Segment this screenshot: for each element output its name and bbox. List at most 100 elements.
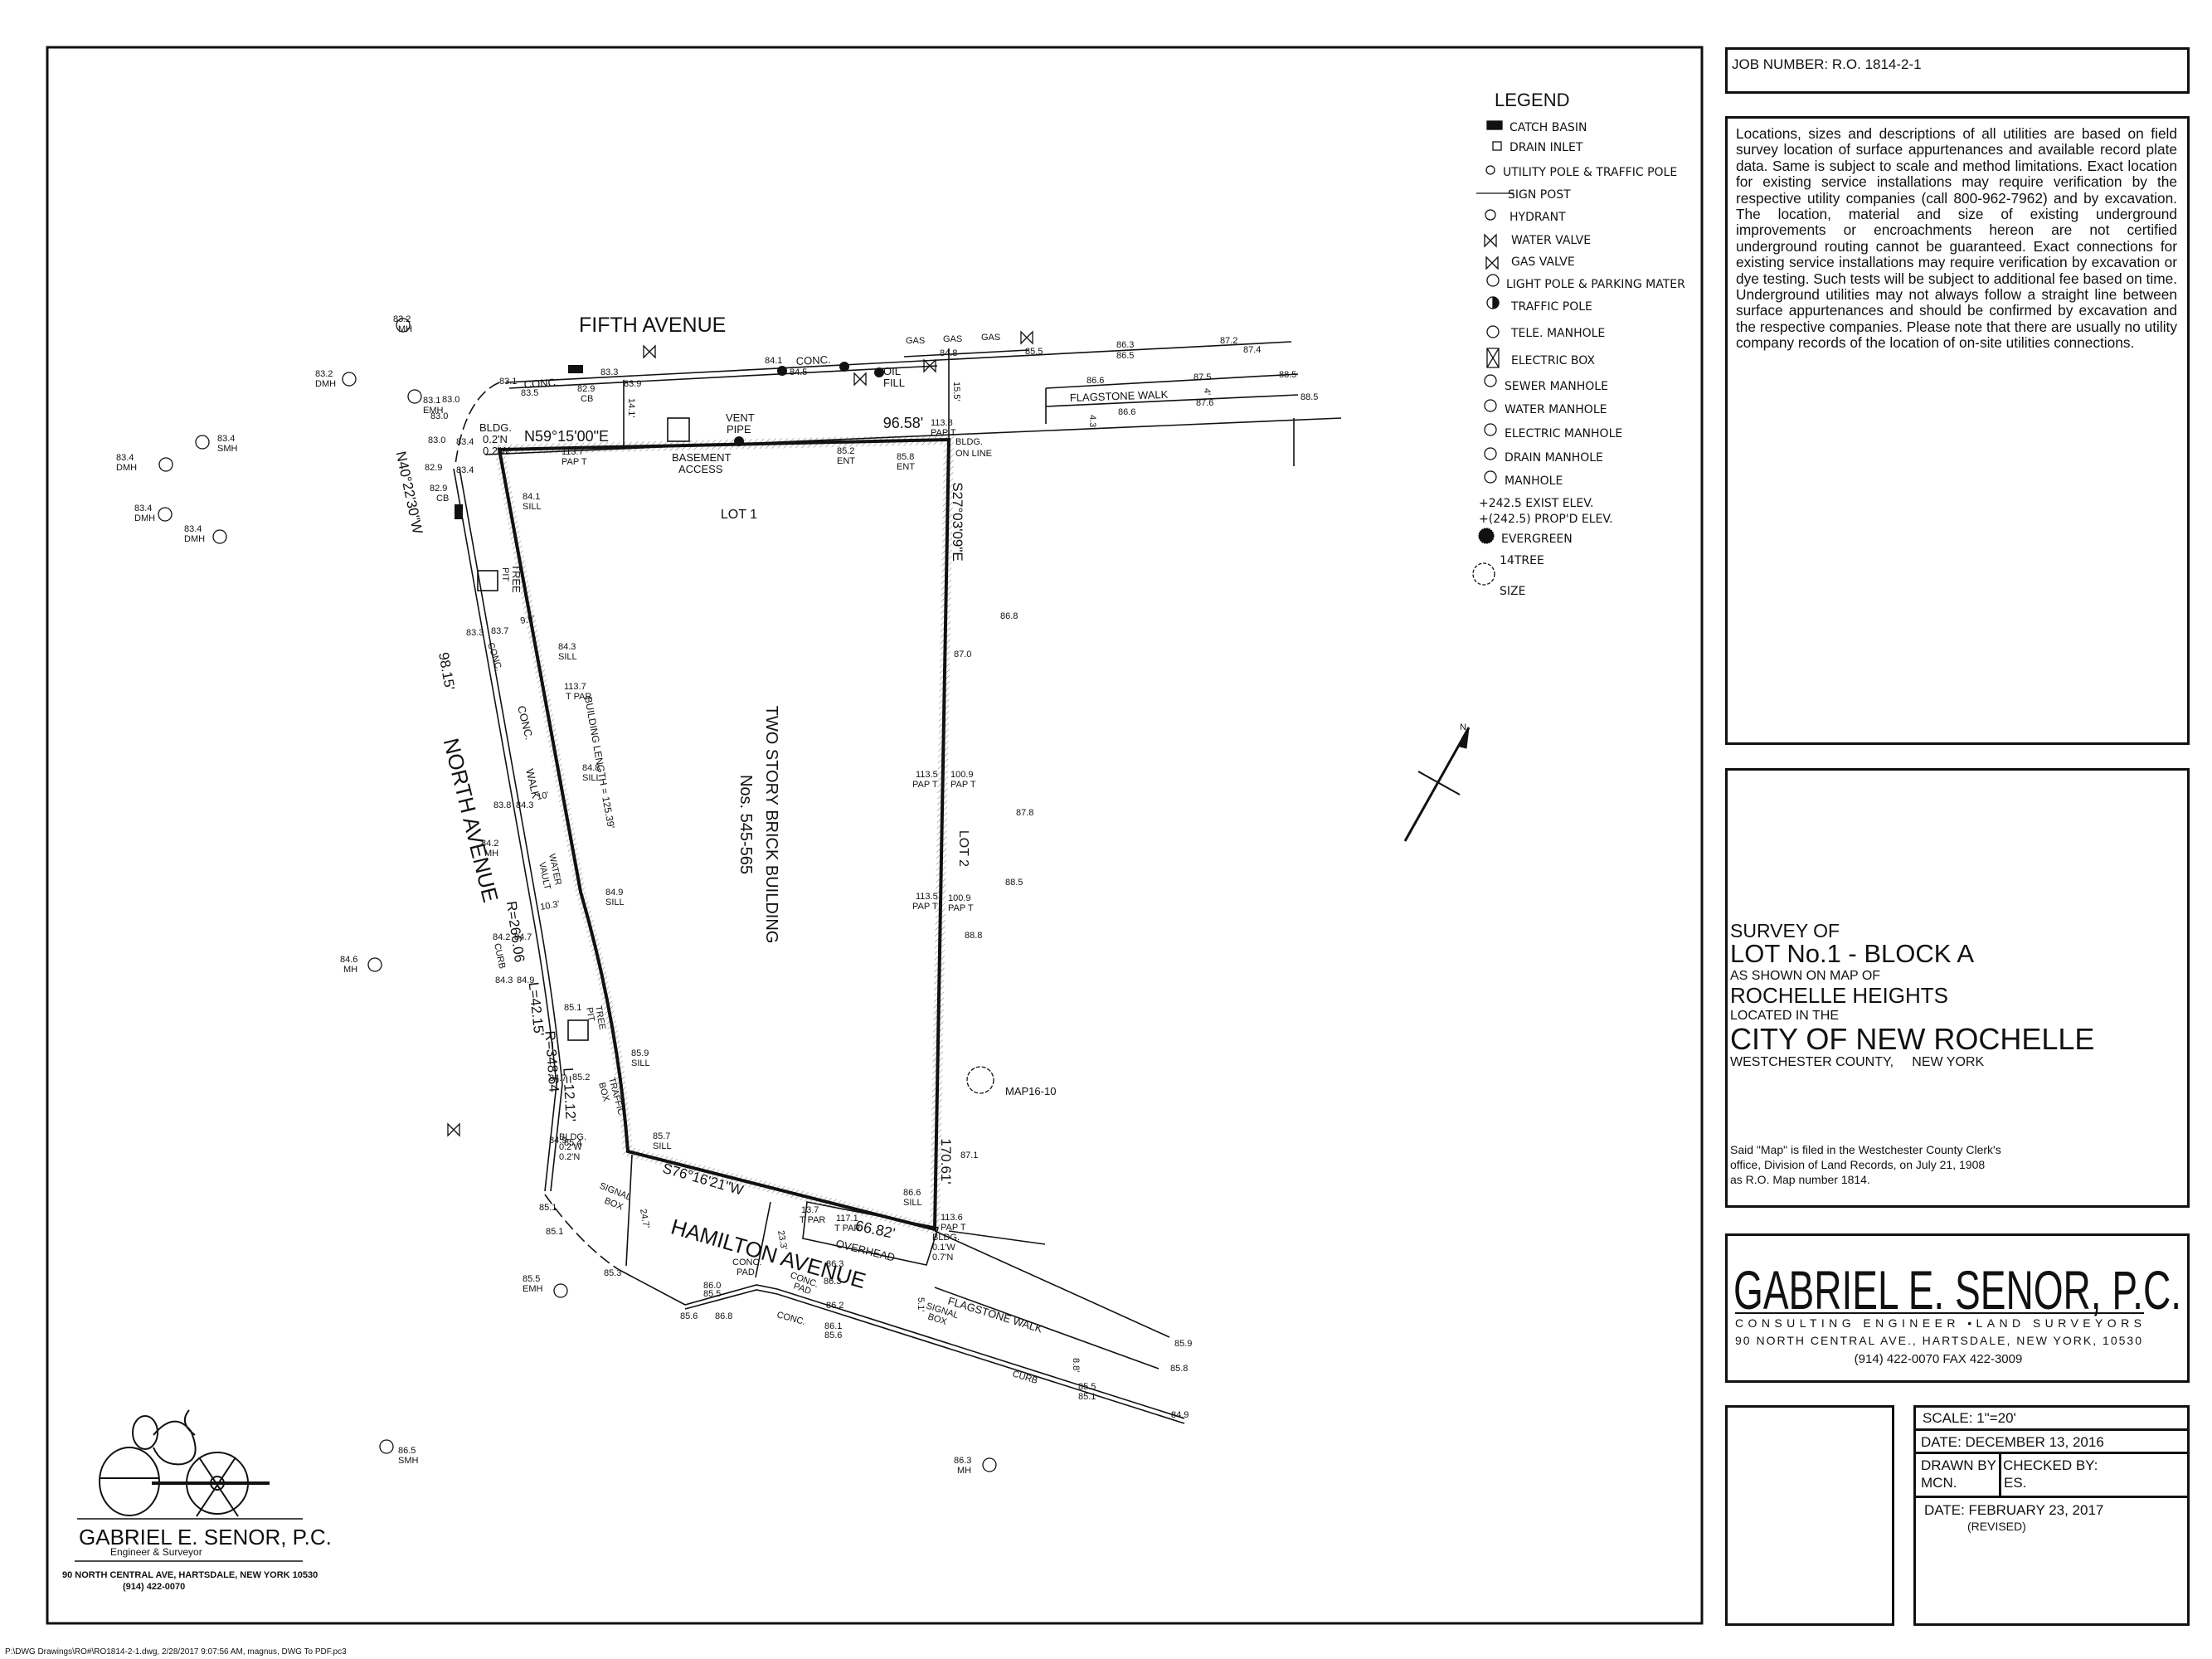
map-annotation: CONC.: [732, 1258, 761, 1267]
spot-elevation-label: DMH: [134, 513, 155, 523]
company-name: GABRIEL E. SENOR, P.C.: [1733, 1259, 2181, 1321]
map-annotation: BASEMENT: [672, 451, 732, 464]
spot-elevation-label: 83.4: [116, 453, 134, 463]
map-annotation: BLDG.: [559, 1132, 586, 1142]
company-box: [1725, 1233, 2190, 1383]
distance-east: 170.61': [938, 1138, 954, 1184]
spot-elevation-label: 88.8: [965, 931, 982, 941]
spot-elevation-label: 85.4: [564, 1138, 581, 1148]
spot-elevation-label: 83.2: [315, 369, 333, 379]
legend-item: SEWER MANHOLE: [1505, 380, 1608, 393]
map-annotation: FLAGSTONE WALK: [946, 1295, 1044, 1335]
divider: [1913, 1428, 2190, 1431]
drain-manhole-icon: [342, 372, 357, 387]
map-note-line: Said "Map" is filed in the Westchester C…: [1730, 1143, 2001, 1156]
map-annotation: ACCESS: [678, 463, 723, 475]
map-annotation: CURB: [1011, 1369, 1038, 1386]
spot-elevation-label: 87.6: [1196, 398, 1213, 408]
map-annotation: 8.8': [1071, 1358, 1081, 1372]
spot-elevation-label: EMH: [423, 406, 444, 416]
manhole-icon: [396, 318, 411, 333]
spot-elevation-label: PAP T: [912, 780, 938, 790]
title-line-4: ROCHELLE HEIGHTS: [1730, 983, 1948, 1009]
map-annotation: CURB: [492, 942, 507, 970]
bearing-east: S27°03'09"E: [950, 482, 965, 561]
spot-elevation-label: 82.9: [425, 463, 442, 473]
spot-elevation-label: MH: [343, 965, 357, 975]
map-annotation: 0.7'N: [932, 1253, 953, 1262]
map-annotation: GAS: [981, 333, 1000, 343]
map-annotation: BLDG.: [932, 1233, 960, 1243]
spot-elevation-label: 85.5: [1025, 347, 1043, 357]
spot-elevation-label: 84.8: [582, 763, 600, 773]
spot-elevation-label: 83.4: [456, 465, 474, 475]
map-note-line: as R.O. Map number 1814.: [1730, 1173, 1870, 1186]
legend-item: SIGN POST: [1508, 188, 1571, 202]
survey-title: SURVEY OF LOT No.1 - BLOCK A AS SHOWN ON…: [1730, 919, 2094, 1070]
spot-elevation-label: 85.7: [653, 1131, 670, 1141]
spot-elevation-label: 83.0: [428, 435, 445, 445]
revised-date: DATE: FEBRUARY 23, 2017: [1924, 1502, 2104, 1518]
spot-elevation-label: 83.3: [600, 367, 618, 377]
spot-elevation-label: 84.3: [558, 642, 576, 652]
file-path-footer: P:\DWG Drawings\RO#\RO1814-2-1.dwg, 2/28…: [5, 1647, 347, 1657]
spot-elevation-label: 85.2: [837, 446, 854, 456]
spot-elevation-label: 86.6: [1118, 407, 1135, 417]
map-annotation: TREE: [593, 1005, 607, 1030]
spot-elevation-label: 86.5: [398, 1446, 416, 1456]
spot-elevation-label: 83.5: [521, 388, 538, 398]
water-valve-icon: [447, 1122, 460, 1137]
spot-elevation-label: 85.8: [897, 452, 914, 462]
catch-basin-icon: [455, 504, 463, 519]
spot-elevation-label: MH: [398, 324, 412, 334]
spot-elevation-label: PAP T: [948, 903, 974, 913]
manhole-icon: [367, 957, 382, 972]
lot-1-boundary: [493, 434, 955, 1236]
spot-elevation-label: 84.9: [517, 975, 534, 985]
spot-elevation-label: 85.1: [539, 1203, 557, 1213]
spot-elevation-label: DMH: [116, 463, 137, 473]
map-annotation: 4.3': [1087, 415, 1097, 429]
legend-item: WATER MANHOLE: [1505, 403, 1607, 416]
utility-pole-icon: [777, 366, 787, 376]
spot-elevation-label: 86.8: [715, 1311, 732, 1321]
legend-item: TRAFFIC POLE: [1510, 300, 1592, 314]
bearing-north: N59°15'00"E: [524, 428, 609, 445]
spot-elevation-label: 84.6: [340, 955, 357, 965]
title-line-2: LOT No.1 - BLOCK A: [1730, 939, 1975, 969]
title-box: [1725, 768, 2190, 1208]
spot-elevation-label: 85.6: [680, 1311, 698, 1321]
spot-elevation-label: PAP T: [912, 902, 938, 912]
spot-elevation-label: 113.6: [941, 1213, 963, 1223]
spot-elevation-label: 84.2: [481, 839, 498, 849]
spot-elevation-label: PAP T: [941, 1223, 966, 1233]
legend-item: DRAIN INLET: [1510, 141, 1583, 154]
map-annotation: GAS: [906, 336, 925, 346]
scale: SCALE: 1"=20': [1923, 1410, 2016, 1426]
map-annotation: ON LINE: [955, 449, 992, 459]
spot-elevation-label: 83.1: [499, 377, 517, 387]
map-annotation: 5.1': [916, 1297, 926, 1311]
spot-elevation-label: 85.9: [1174, 1339, 1192, 1349]
title-line-3: AS SHOWN ON MAP OF: [1730, 968, 1881, 983]
legend-item: UTILITY POLE & TRAFFIC POLE: [1503, 166, 1677, 179]
spot-elevation-label: 83.0: [430, 411, 448, 421]
spot-elevation-label: 100.9: [950, 770, 974, 780]
drawn-by: MCN.: [1921, 1475, 1957, 1491]
spot-elevation-label: 82.9: [577, 384, 595, 394]
drain-manhole-icon: [212, 529, 227, 544]
spot-elevation-label: SILL: [582, 773, 601, 783]
map-annotation: CONC.: [523, 376, 559, 391]
spot-elevation-label: SILL: [523, 502, 542, 512]
spot-elevation-label: 85.5: [1078, 1382, 1096, 1392]
job-number-box: [1725, 47, 2190, 94]
map-annotation: 0.1'W: [932, 1243, 955, 1253]
spot-elevation-label: SILL: [558, 652, 577, 662]
legend-item: LIGHT POLE & PARKING MATER: [1506, 278, 1685, 291]
title-line-7: WESTCHESTER COUNTY, NEW YORK: [1730, 1055, 1985, 1070]
lot-2-label: LOT 2: [956, 830, 970, 867]
map-annotation: 0.2'N: [483, 433, 508, 445]
